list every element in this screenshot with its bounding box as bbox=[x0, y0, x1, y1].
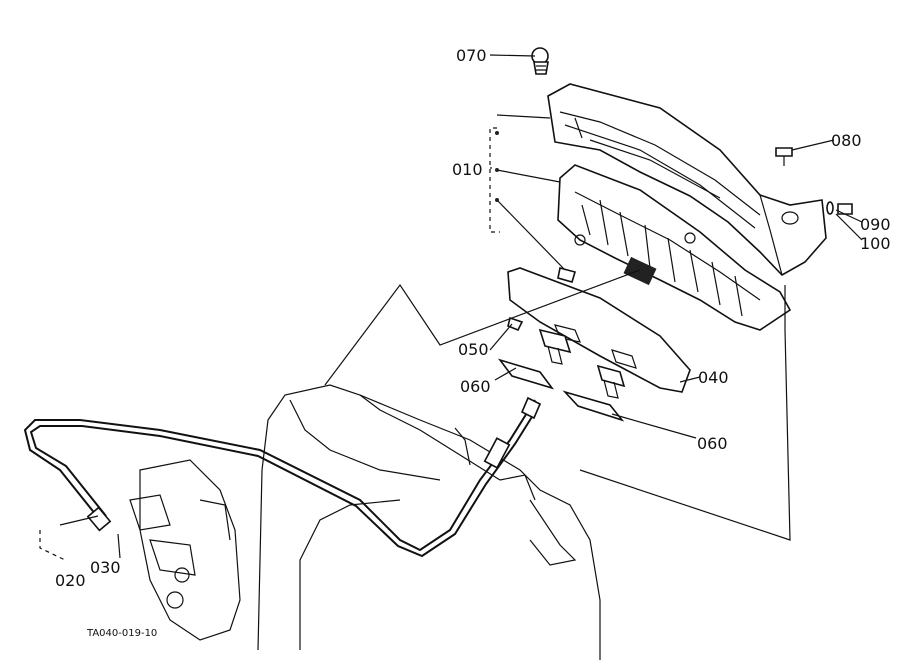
callout-100: 100 bbox=[860, 234, 891, 253]
panel-lens-left bbox=[497, 358, 555, 390]
lamp-sockets bbox=[538, 328, 626, 399]
callout-050: 050 bbox=[458, 340, 489, 359]
group-bracket-020 bbox=[39, 530, 66, 561]
screw-050 bbox=[507, 316, 524, 332]
callout-060-b: 060 bbox=[697, 434, 728, 453]
callout-080: 080 bbox=[831, 131, 862, 150]
callout-070: 070 bbox=[456, 46, 487, 65]
engine-block bbox=[129, 459, 241, 641]
screw-090-washer-100 bbox=[826, 201, 853, 215]
callout-090: 090 bbox=[860, 215, 891, 234]
callout-010: 010 bbox=[452, 160, 483, 179]
dashboard-body bbox=[257, 384, 601, 660]
meter-panel-plate bbox=[507, 267, 691, 393]
bulb-070 bbox=[531, 47, 549, 75]
leader-lines bbox=[59, 54, 863, 559]
panel-lens-right bbox=[562, 390, 625, 422]
group-bracket-010 bbox=[489, 127, 500, 233]
callout-040: 040 bbox=[698, 368, 729, 387]
tachometer-cable bbox=[23, 396, 542, 558]
callout-060-a: 060 bbox=[460, 377, 491, 396]
callout-020: 020 bbox=[55, 571, 86, 590]
meter-cover-housing bbox=[547, 83, 827, 277]
figure-code: TA040-019-10 bbox=[86, 628, 157, 639]
screw-lower-frame bbox=[557, 267, 577, 283]
meter-frame bbox=[557, 164, 792, 331]
screw-080 bbox=[775, 147, 793, 166]
callout-030: 030 bbox=[90, 558, 121, 577]
